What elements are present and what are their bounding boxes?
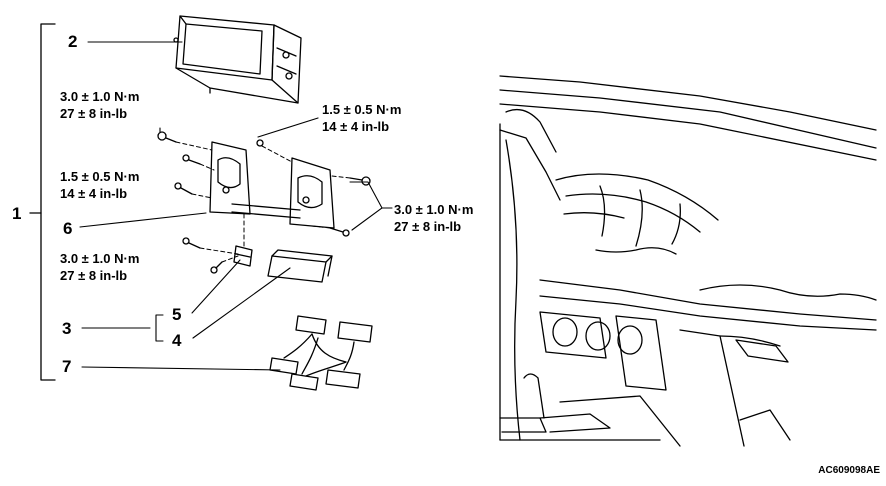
module-5-drawing xyxy=(233,245,253,267)
callout-2: 2 xyxy=(68,32,78,51)
torque-nm: 1.5 ± 0.5 N·m xyxy=(322,102,402,117)
display-unit-drawing xyxy=(173,15,302,104)
figure-code: AC609098AE xyxy=(818,465,880,476)
dashed-guides xyxy=(175,141,351,263)
torque-nm: 3.0 ± 1.0 N·m xyxy=(60,89,140,104)
callout-1: 1 xyxy=(12,204,22,223)
dashboard-illustration xyxy=(499,75,877,447)
callout-5: 5 xyxy=(172,305,182,324)
torque-inlb: 14 ± 4 in-lb xyxy=(322,119,390,134)
bolt-drawings xyxy=(157,131,371,274)
leader-lines xyxy=(79,41,393,371)
torque-inlb: 27 ± 8 in-lb xyxy=(60,268,128,283)
torque-inlb: 27 ± 8 in-lb xyxy=(394,219,462,234)
torque-inlb: 27 ± 8 in-lb xyxy=(60,106,128,121)
torque-spec-top-left: 3.0 ± 1.0 N·m 27 ± 8 in-lb xyxy=(60,88,139,122)
torque-spec-top-center: 1.5 ± 0.5 N·m 14 ± 4 in-lb xyxy=(322,101,401,135)
module-4-drawing xyxy=(267,249,333,283)
torque-nm: 3.0 ± 1.0 N·m xyxy=(60,251,140,266)
torque-nm: 3.0 ± 1.0 N·m xyxy=(394,202,474,217)
bracket-drawing xyxy=(209,141,335,229)
callout-6: 6 xyxy=(63,219,73,238)
torque-spec-low-left: 3.0 ± 1.0 N·m 27 ± 8 in-lb xyxy=(60,250,139,284)
callout-4: 4 xyxy=(172,331,182,350)
harness-drawing xyxy=(269,315,373,391)
torque-inlb: 14 ± 4 in-lb xyxy=(60,186,128,201)
callout-3: 3 xyxy=(62,319,72,338)
torque-spec-right: 3.0 ± 1.0 N·m 27 ± 8 in-lb xyxy=(394,201,473,235)
torque-nm: 1.5 ± 0.5 N·m xyxy=(60,169,140,184)
torque-spec-mid-left: 1.5 ± 0.5 N·m 14 ± 4 in-lb xyxy=(60,168,139,202)
assembly-bracket xyxy=(29,23,56,381)
callout-7: 7 xyxy=(62,357,72,376)
